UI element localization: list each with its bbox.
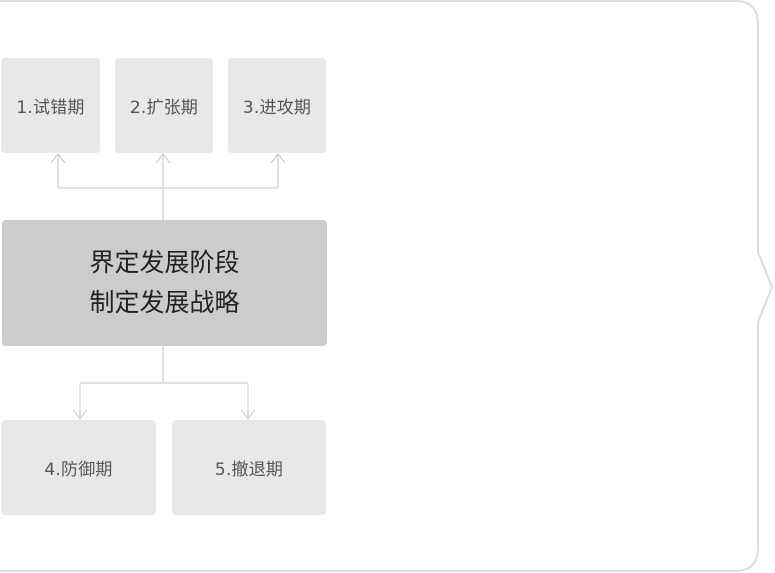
stage-label: 5.撤退期 (214, 460, 284, 480)
center-strategy-box: 界定发展阶段 制定发展战略 (2, 220, 327, 346)
stage-label: 1.试错期 (16, 98, 85, 118)
stage-label: 3.进攻期 (242, 98, 312, 118)
center-line-1: 界定发展阶段 (89, 248, 240, 277)
stage-label: 4.防御期 (44, 460, 113, 480)
stage-label: 2.扩张期 (129, 98, 199, 118)
stage-box-retreat: 5.撤退期 (172, 420, 326, 515)
stage-box-offense: 3.进攻期 (228, 58, 326, 153)
stage-box-defense: 4.防御期 (1, 420, 156, 515)
stage-box-trial: 1.试错期 (1, 58, 100, 153)
center-line-2: 制定发展战略 (89, 288, 240, 317)
stage-box-expansion: 2.扩张期 (115, 58, 213, 153)
